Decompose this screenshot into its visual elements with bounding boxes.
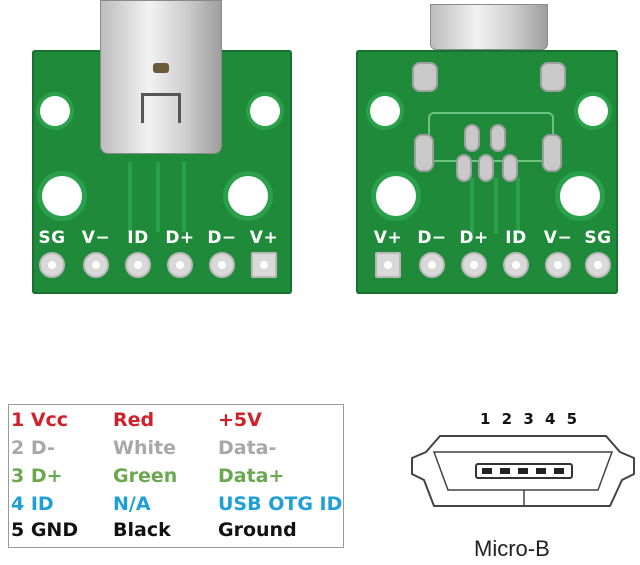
- micro-b-connector-diagram: [411, 435, 635, 507]
- signal-name: Data+: [218, 465, 285, 487]
- pin-name: 2 D-: [11, 437, 55, 459]
- solder-pad: [545, 252, 571, 278]
- solder-pad: [375, 252, 401, 278]
- pin-label: ID: [505, 228, 527, 248]
- connector-caption: Micro-B: [474, 536, 550, 561]
- wire-color: White: [113, 437, 176, 459]
- solder-pad: [39, 252, 65, 278]
- pin-name: 3 D+: [11, 465, 63, 487]
- micro-usb-connector-edge: [430, 4, 548, 50]
- pin-label: D+: [165, 228, 195, 248]
- solder-pad: [419, 252, 445, 278]
- pin-label: V−: [543, 228, 573, 248]
- pin-label: D+: [459, 228, 489, 248]
- contact-pins: [482, 468, 564, 474]
- wire-color: Green: [113, 465, 178, 487]
- solder-pad: [585, 252, 611, 278]
- pin-label: V+: [249, 228, 279, 248]
- wire-color: Red: [113, 409, 155, 431]
- mount-hole: [560, 176, 600, 216]
- mount-hole: [42, 176, 82, 216]
- pin-name: 1 Vcc: [11, 409, 69, 431]
- solder-pad: [83, 252, 109, 278]
- pin-label: ID: [127, 228, 149, 248]
- mount-hole: [376, 176, 416, 216]
- pin-name: 5 GND: [11, 519, 79, 541]
- signal-name: +5V: [218, 409, 262, 431]
- pin-name: 4 ID: [11, 493, 54, 515]
- mount-hole: [578, 96, 608, 126]
- pin-label: D−: [417, 228, 447, 248]
- pin-numbers: 1 2 3 4 5: [480, 410, 581, 428]
- mount-hole: [250, 96, 280, 126]
- mount-hole: [228, 176, 268, 216]
- mini-usb-connector: [100, 0, 222, 154]
- wire-color: Black: [113, 519, 171, 541]
- mount-hole: [370, 96, 400, 126]
- solder-pad: [503, 252, 529, 278]
- pin-label: SG: [38, 228, 66, 248]
- pinout-table: 1 Vcc Red +5V 2 D- White Data- 3 D+ Gree…: [8, 404, 344, 548]
- solder-pad: [251, 252, 277, 278]
- pin-label: V+: [373, 228, 403, 248]
- solder-pad: [461, 252, 487, 278]
- solder-pad: [209, 252, 235, 278]
- solder-pad: [125, 252, 151, 278]
- wire-color: N/A: [113, 493, 151, 515]
- signal-name: Ground: [218, 519, 297, 541]
- solder-pad: [167, 252, 193, 278]
- pin-label: D−: [207, 228, 237, 248]
- pin-label: V−: [81, 228, 111, 248]
- mount-hole: [40, 96, 70, 126]
- pin-label: SG: [584, 228, 612, 248]
- signal-name: USB OTG ID: [218, 493, 343, 515]
- signal-name: Data-: [218, 437, 277, 459]
